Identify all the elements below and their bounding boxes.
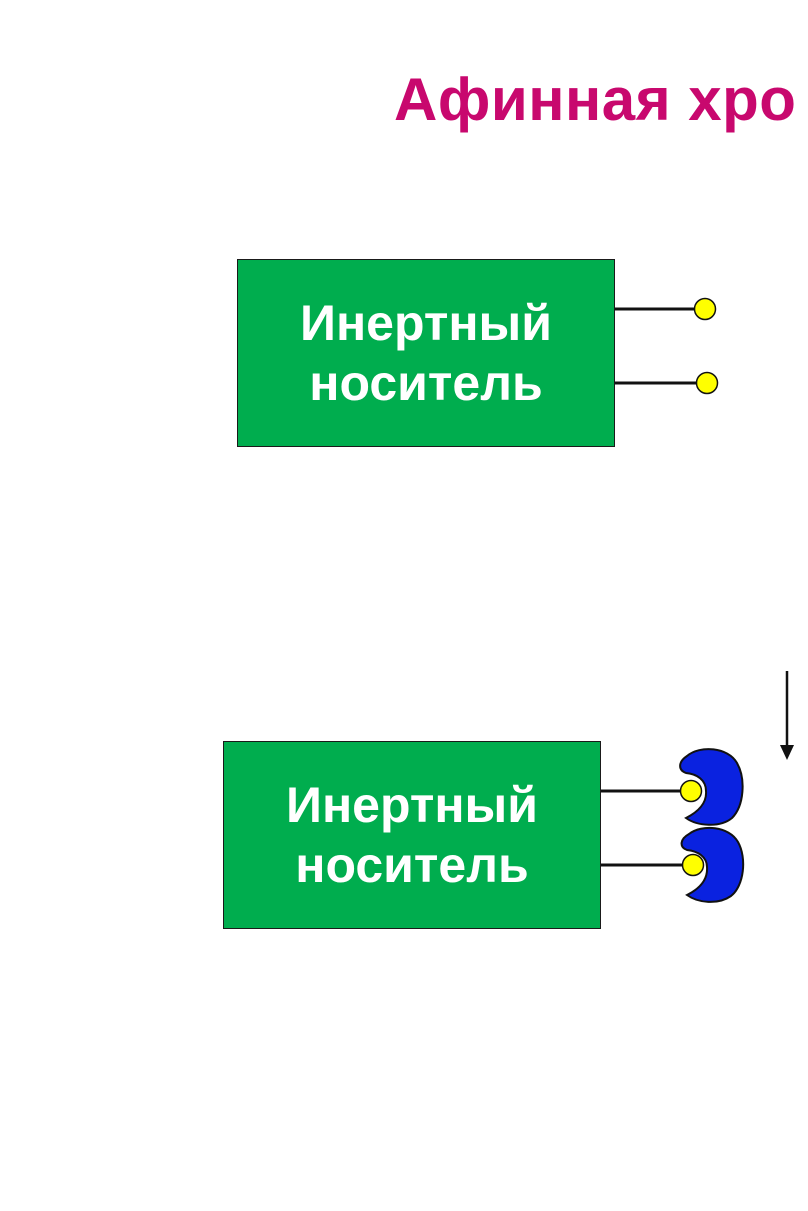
protein-blob-icon xyxy=(679,748,744,826)
carrier-label-line2: носитель xyxy=(295,837,529,893)
ligand-dot-icon xyxy=(693,297,717,321)
arrow-head xyxy=(780,745,794,760)
carrier-label-line1: Инертный xyxy=(286,777,538,833)
carrier-label-line1: Инертный xyxy=(300,295,552,351)
ligand-dot-icon xyxy=(679,779,703,803)
slide-title: Афинная хро xyxy=(394,66,797,133)
inert-carrier-box-bottom: Инертный носитель xyxy=(223,741,601,929)
ligand-dot-icon xyxy=(695,371,719,395)
protein-blob-icon xyxy=(680,826,745,903)
ligand-dot-icon xyxy=(681,853,705,877)
inert-carrier-box-top: Инертный носитель xyxy=(237,259,615,447)
carrier-label-line2: носитель xyxy=(309,355,543,411)
